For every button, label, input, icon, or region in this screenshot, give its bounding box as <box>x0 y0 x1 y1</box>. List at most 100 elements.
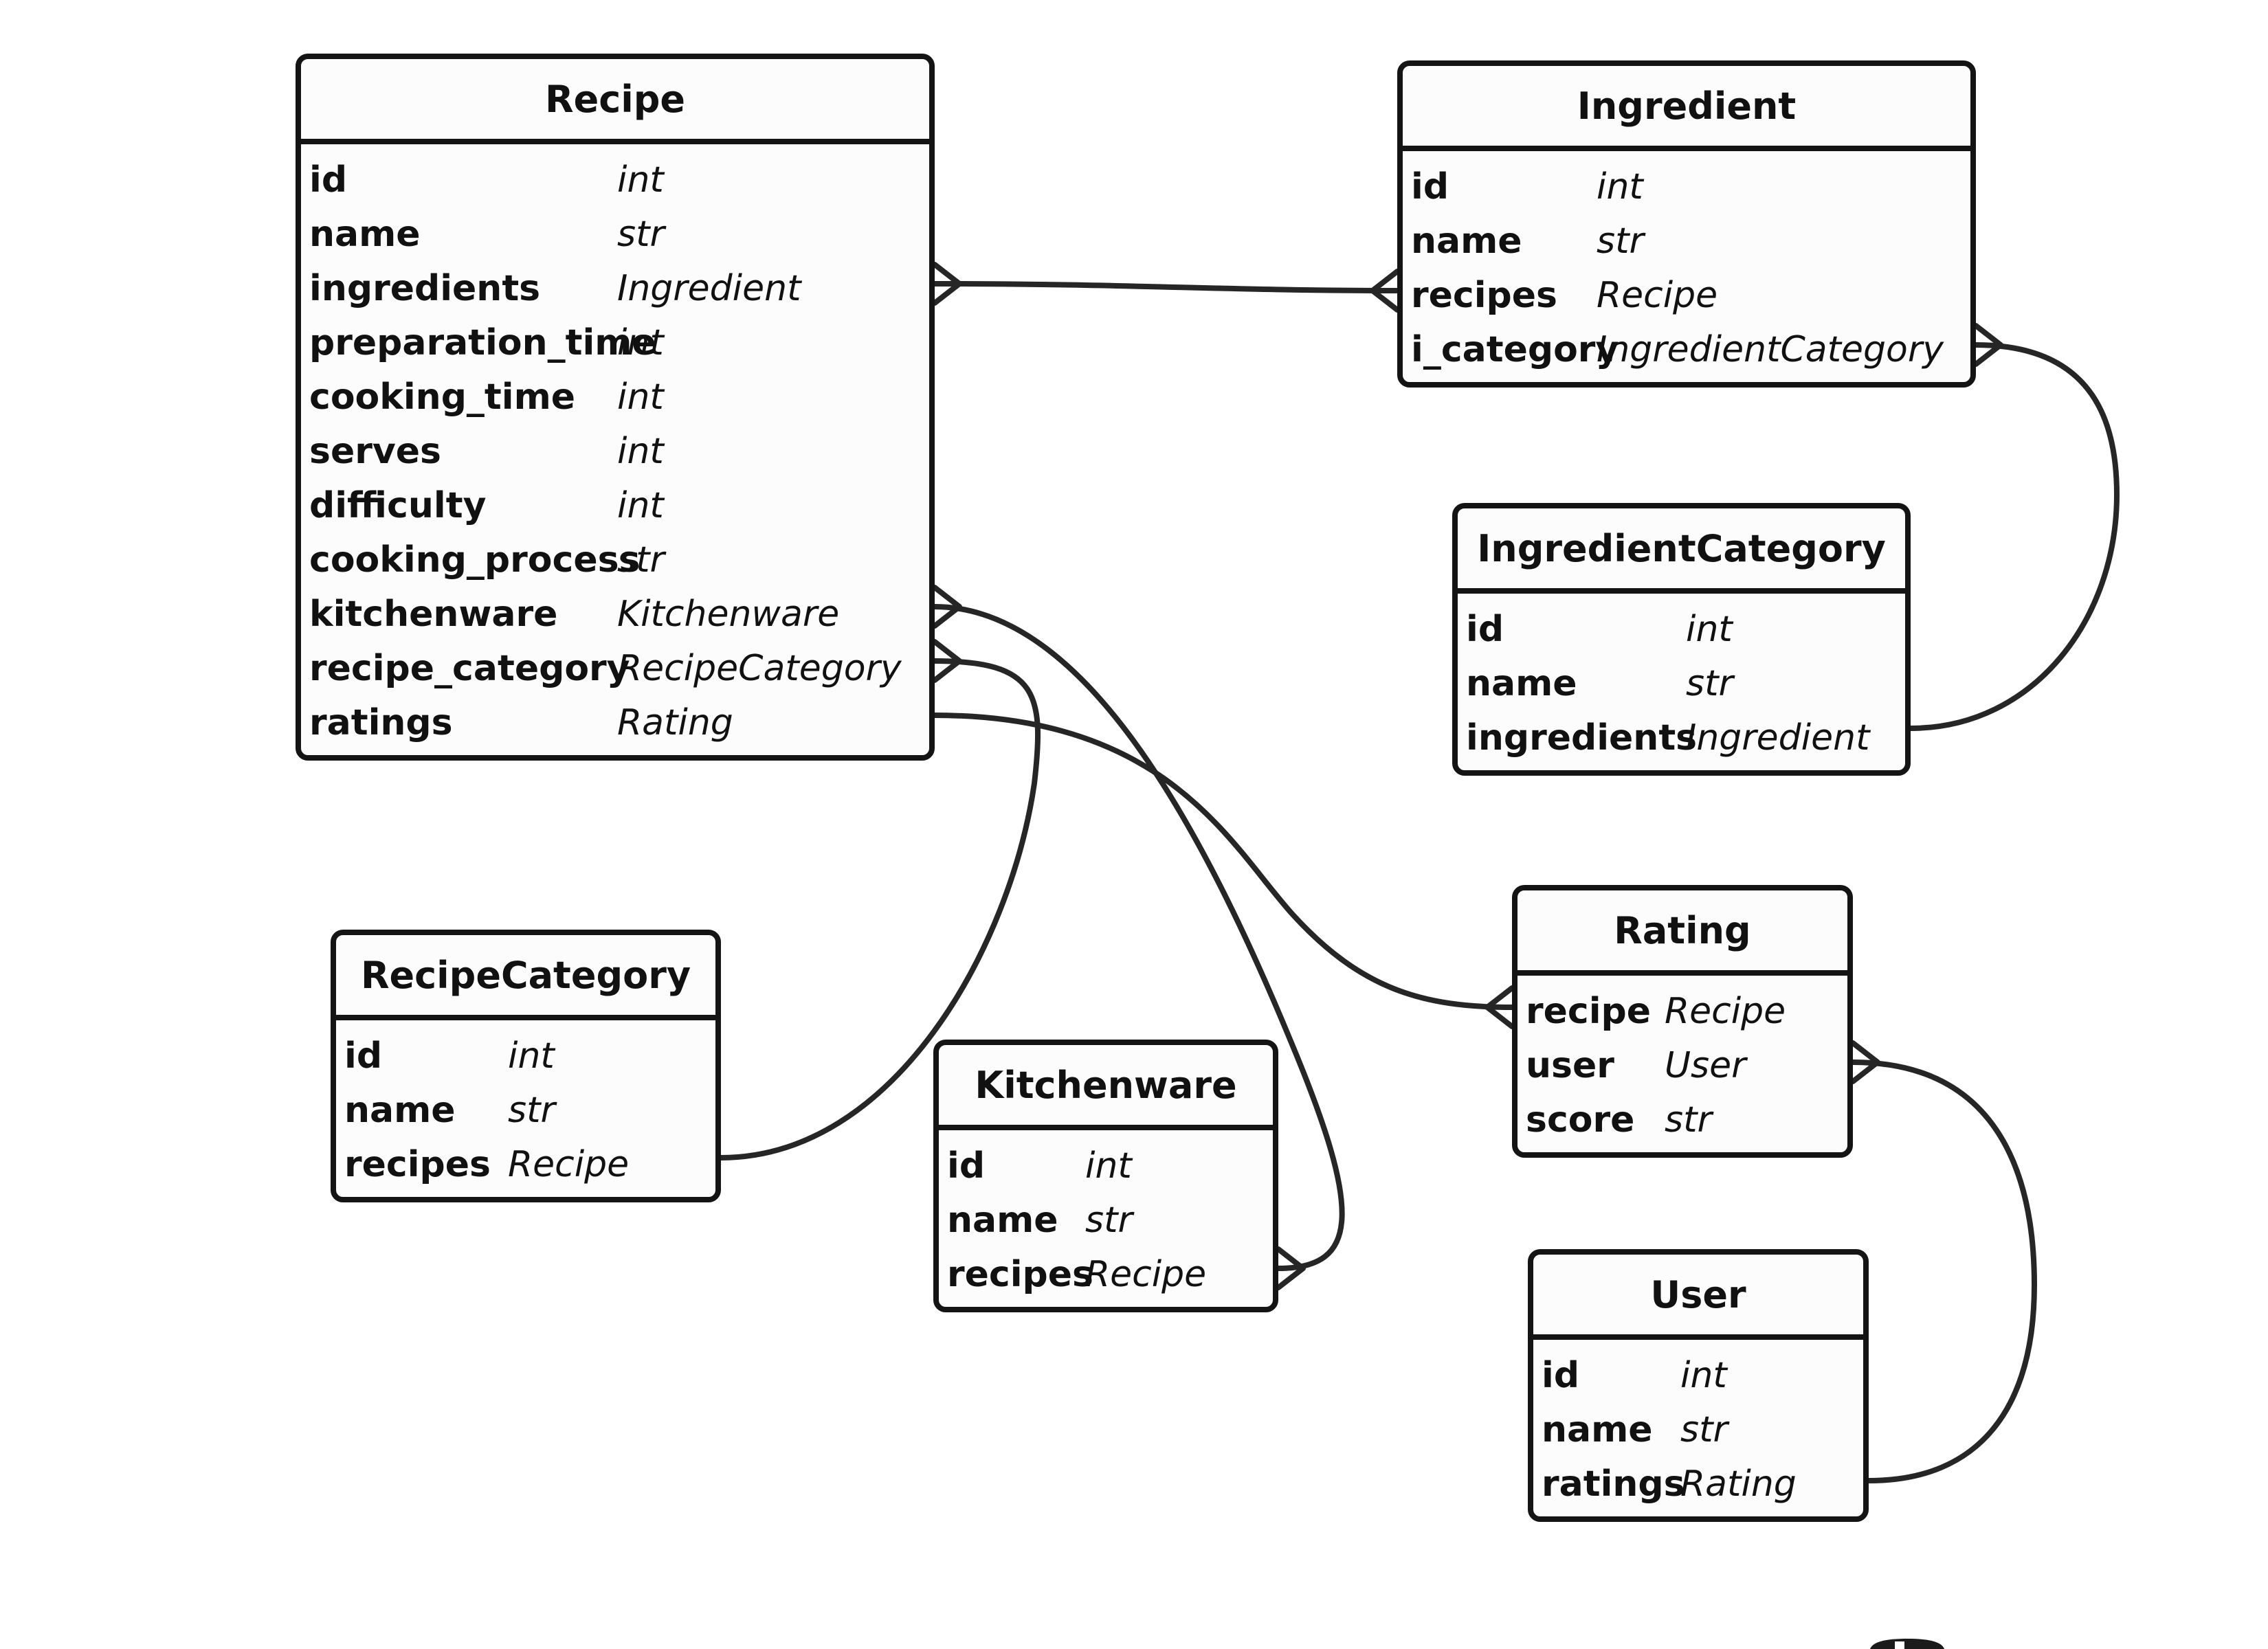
field-row: user User <box>1517 1038 1847 1092</box>
field-name: recipes <box>1411 274 1558 316</box>
field-list: recipe Recipe user User score str <box>1517 976 1847 1147</box>
field-name: name <box>1542 1409 1653 1450</box>
field-type: str <box>617 213 665 255</box>
field-type: str <box>508 1089 555 1131</box>
field-name: name <box>1466 662 1577 704</box>
entity-rating: Rating recipe Recipe user User score str <box>1512 885 1853 1158</box>
field-name: score <box>1526 1099 1635 1141</box>
field-name: ingredients <box>309 267 541 309</box>
field-row: name str <box>336 1083 715 1137</box>
field-row: name str <box>301 207 929 261</box>
field-name: recipe <box>1526 990 1652 1032</box>
link-recipe-rating <box>932 713 1515 1010</box>
field-name: cooking_time <box>309 376 576 418</box>
field-type: str <box>1665 1099 1712 1141</box>
field-name: serves <box>309 430 441 472</box>
field-name: name <box>1411 220 1522 262</box>
field-type: int <box>1597 166 1643 207</box>
field-row: recipes Recipe <box>336 1137 715 1191</box>
field-type: Ingredient <box>1686 717 1870 759</box>
field-type: Recipe <box>1597 274 1718 316</box>
field-name: kitchenware <box>309 593 558 635</box>
field-type: int <box>617 484 664 526</box>
crowfoot-recipe-kitchenware <box>932 585 962 629</box>
entity-title: User <box>1533 1255 1863 1340</box>
logo-icon <box>1870 1639 1944 1649</box>
field-name: id <box>1466 608 1504 650</box>
field-type: Recipe <box>1665 990 1786 1032</box>
field-name: recipe_category <box>309 647 630 689</box>
field-row: recipes Recipe <box>1403 268 1970 322</box>
field-type: RecipeCategory <box>617 647 902 689</box>
field-name: name <box>309 213 421 255</box>
crowfoot-ingredient-recipes <box>1370 269 1400 313</box>
link-recipe-ingredient <box>932 281 1400 293</box>
field-type: Rating <box>617 702 733 743</box>
field-row: recipe Recipe <box>1517 984 1847 1038</box>
field-type: int <box>617 159 664 201</box>
field-type: str <box>1686 662 1733 704</box>
crowfoot-recipe-recipecategory <box>932 639 962 683</box>
field-name: name <box>947 1199 1058 1241</box>
field-type: Recipe <box>1085 1253 1207 1295</box>
field-name: recipes <box>344 1143 491 1185</box>
field-type: str <box>617 539 665 581</box>
field-name: name <box>344 1089 456 1131</box>
field-name: ingredients <box>1466 717 1698 759</box>
field-row: score str <box>1517 1092 1847 1147</box>
field-name: user <box>1526 1044 1614 1086</box>
field-row: id int <box>1458 602 1905 656</box>
field-row: difficulty int <box>301 478 929 532</box>
field-type: str <box>1680 1409 1728 1450</box>
field-name: difficulty <box>309 484 487 526</box>
entity-title: Rating <box>1517 890 1847 976</box>
entity-title: IngredientCategory <box>1458 508 1905 594</box>
entity-title: Ingredient <box>1403 66 1970 151</box>
link-recipe-recipecategory <box>718 658 1041 1160</box>
entity-ingredient-category: IngredientCategory id int name str ingredient… <box>1452 503 1911 776</box>
field-type: User <box>1665 1044 1746 1086</box>
crowfoot-ingredient-icategory <box>1973 323 2003 367</box>
field-type: Kitchenware <box>617 593 840 635</box>
field-type: int <box>617 430 664 472</box>
field-name: i_category <box>1411 328 1619 370</box>
field-type: str <box>1085 1199 1133 1241</box>
entity-title: RecipeCategory <box>336 935 715 1020</box>
crowfoot-rating-user <box>1850 1040 1880 1084</box>
field-type: Ingredient <box>617 267 801 309</box>
field-name: cooking_process <box>309 539 641 581</box>
field-type: int <box>1686 608 1733 650</box>
field-type: int <box>617 376 664 418</box>
field-type: Recipe <box>508 1143 630 1185</box>
link-rating-user <box>1850 1059 2037 1483</box>
field-row: name str <box>1458 656 1905 710</box>
entity-title: Recipe <box>301 59 929 144</box>
link-ingredient-category <box>1908 342 2120 731</box>
entity-title: Kitchenware <box>939 1045 1273 1130</box>
crowfoot-recipe-ingredients <box>932 262 962 306</box>
crowfoot-kitchenware-recipes <box>1276 1246 1306 1290</box>
field-type: str <box>1597 220 1644 262</box>
